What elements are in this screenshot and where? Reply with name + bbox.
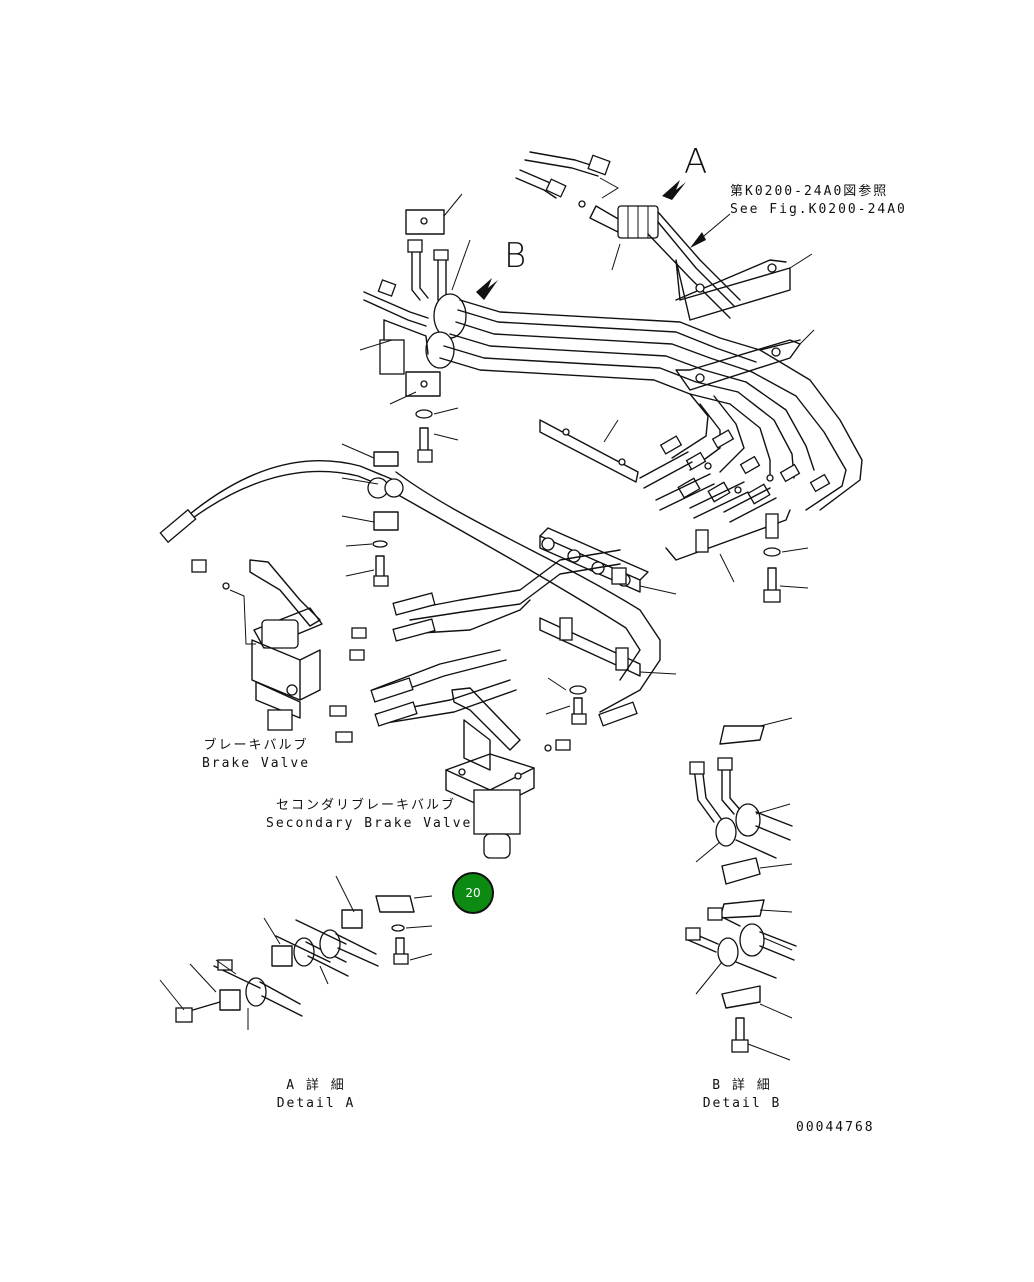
clamp-assembly-b <box>359 193 498 463</box>
detail-b-label-en: Detail B <box>702 1096 782 1111</box>
detail-a-label-jp: A 詳 細 <box>286 1078 346 1093</box>
secondary-brake-valve-label-en: Secondary Brake Valve <box>266 816 473 831</box>
view-a-callout: A <box>684 142 708 182</box>
reference-en: See Fig.K0200-24A0 <box>730 202 907 217</box>
mounting-brackets <box>539 419 809 725</box>
upper-hose-assembly <box>515 151 741 319</box>
brake-valve-label-en: Brake Valve <box>201 756 311 771</box>
detail-b-label-jp: B 詳 細 <box>712 1078 772 1093</box>
left-clamp-set <box>341 443 404 587</box>
hotspot-number: 20 <box>465 886 481 900</box>
secondary-brake-valve-label-jp: セコンダリブレーキバルブ <box>275 798 456 813</box>
drawing-number: 00044768 <box>796 1120 875 1135</box>
reference-jp: 第K0200-24A0図参照 <box>730 184 889 199</box>
part-hotspot-marker[interactable]: 20 <box>452 872 494 914</box>
detail-b-drawing <box>685 717 797 1061</box>
pipe-bundle <box>439 253 863 511</box>
detail-a-label-en: Detail A <box>276 1096 356 1111</box>
valve-pipes <box>159 460 661 743</box>
secondary-brake-valve-drawing <box>445 687 571 859</box>
fittings-cluster <box>639 429 831 523</box>
brake-valve-drawing <box>229 559 323 731</box>
brake-valve-label-jp: ブレーキバルブ <box>203 738 309 753</box>
view-b-callout: B <box>504 236 527 276</box>
detail-a-drawing <box>159 875 433 1030</box>
